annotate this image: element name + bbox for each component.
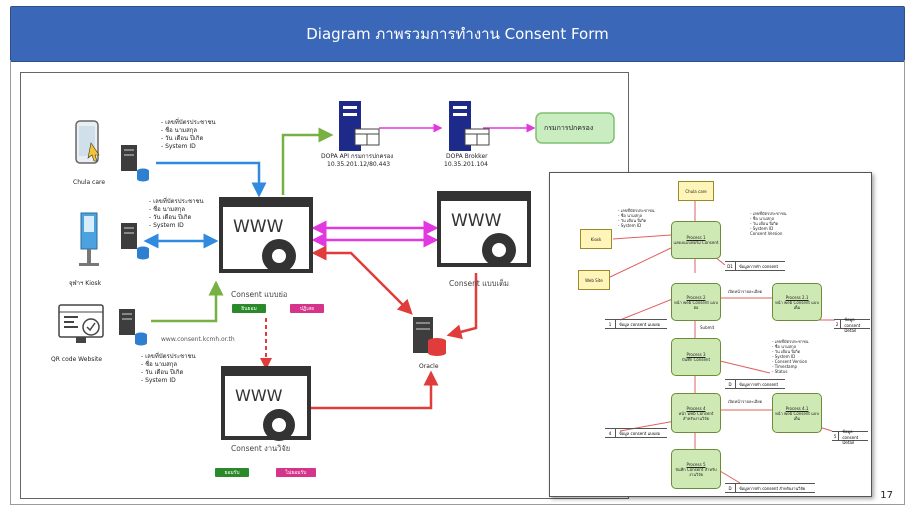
arrow-qr-to-consent: [151, 280, 224, 323]
www-label: WWW: [233, 217, 284, 237]
oracle-label: Oracle: [419, 363, 439, 370]
dfd-note-view: เปิดหน้ารายละเอียด: [728, 289, 763, 294]
consent-short-label: Consent แบบย่อ: [231, 290, 288, 299]
monitor-icon: [58, 304, 104, 343]
dfd-note: - เลขที่บัตรประชาชน- ชื่อ นามสกุล- วัน เ…: [618, 208, 655, 228]
dfd-note: - เลขที่บัตรประชาชน- ชื่อ นามสกุล- วัน เ…: [772, 339, 809, 374]
slide-frame: [10, 60, 905, 505]
field-list: - เลขที่บัตรประชาชน- ชื่อ นามสกุล- วัน เ…: [149, 198, 204, 229]
arrow-full-to-oracle: [446, 273, 478, 340]
slide-title: Diagram ภาพรวมการทำงาน Consent Form: [306, 25, 609, 43]
kiosk-label: จุฬาฯ Kiosk: [69, 280, 102, 287]
arrow-chula-to-consent: [156, 161, 267, 198]
server-icon: [119, 309, 147, 346]
dfd-note: - เลขที่บัตรประชาชน- ชื่อ นามสกุล- วัน เ…: [750, 211, 787, 236]
kiosk-icon: [79, 212, 99, 266]
dopa-brokker-server-icon: [449, 101, 490, 151]
dopa-api-name: DOPA API กรมการปกครอง: [321, 153, 394, 160]
department-label: กรมการปกครอง: [544, 124, 594, 132]
accept-button[interactable]: ยินยอม: [232, 304, 266, 313]
dfd-external-kiosk: Kiosk: [580, 229, 612, 249]
www-label: WWW: [235, 386, 283, 405]
phone-icon: [75, 120, 100, 164]
www-window-full: [437, 191, 531, 267]
diagram-canvas: [58, 101, 615, 441]
reject-button[interactable]: ปฏิเสธ: [290, 304, 324, 313]
chula-care-label: Chula care: [73, 179, 106, 186]
consent-full-label: Consent แบบเต็ม: [449, 279, 509, 288]
page-number: 17: [880, 490, 893, 501]
server-icon: [121, 145, 149, 182]
arrow-research-to-oracle: [309, 370, 439, 410]
architecture-diagram: WWW WWW WWW Chula care จุฬาฯ Kiosk QR co…: [20, 72, 629, 499]
dfd-note-view: เปิดหน้ารายละเอียด: [728, 399, 763, 404]
www-label: WWW: [451, 211, 502, 231]
www-window-research: [221, 366, 311, 441]
dfd-external-chula: Chula care: [678, 181, 714, 201]
consent-research-label: Consent งานวิจัย: [231, 444, 291, 453]
consent-url: www.consent.kcmh.or.th: [161, 336, 235, 343]
title-bar: Diagram ภาพรวมการทำงาน Consent Form: [10, 6, 905, 62]
dopa-api-server-icon: [339, 101, 380, 151]
server-icon: [121, 223, 149, 260]
dopa-brokker-name: DOPA Brokker: [446, 153, 488, 160]
field-list: - เลขที่บัตรประชาชน- ชื่อ นามสกุล- วัน เ…: [161, 119, 216, 150]
agree-button[interactable]: ยอมรับ: [215, 468, 249, 477]
arrow-consent-to-dopa: [281, 127, 334, 195]
dfd-external-website: Web Site: [578, 270, 610, 290]
arrow-short-to-oracle: [311, 245, 413, 315]
qr-website-label: QR code Website: [51, 356, 103, 363]
field-list: - เลขที่บัตรประชาชน- ชื่อ นามสกุล- วัน เ…: [141, 353, 196, 384]
department-box: [535, 112, 615, 144]
www-window-short: [219, 197, 313, 273]
oracle-icon: [413, 317, 446, 356]
dopa-api-address: 10.35.201.12/80.443: [327, 161, 391, 168]
disagree-button[interactable]: ไม่ยอมรับ: [276, 468, 316, 477]
dopa-brokker-address: 10.35.201.104: [444, 161, 488, 168]
dfd-note-submit: Submit: [700, 325, 715, 330]
